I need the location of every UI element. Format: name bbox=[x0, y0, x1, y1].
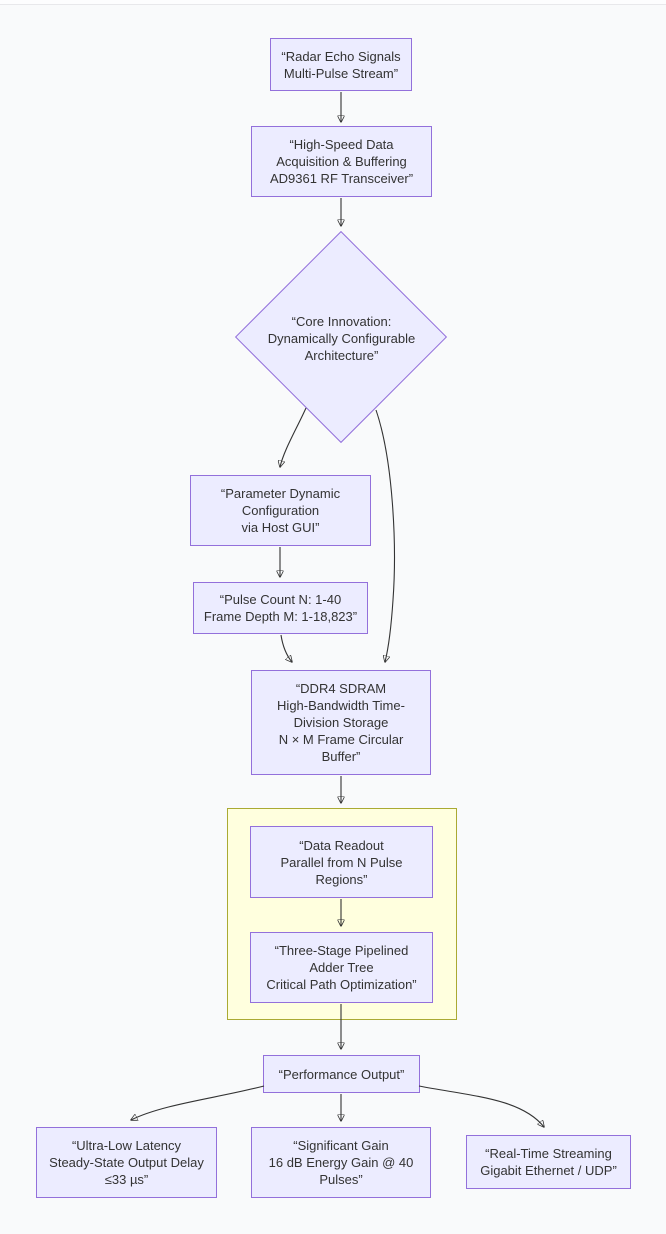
edge-performance-to-latency bbox=[131, 1085, 265, 1120]
node-significant-gain: “Significant Gain 16 dB Energy Gain @ 40… bbox=[251, 1127, 431, 1198]
node-pulse-count: “Pulse Count N: 1-40 Frame Depth M: 1-18… bbox=[193, 582, 368, 634]
node-radar-echo-signals: “Radar Echo Signals Multi-Pulse Stream” bbox=[270, 38, 412, 91]
edge-decision-to-parameter bbox=[280, 407, 307, 467]
node-ultra-low-latency: “Ultra-Low Latency Steady-State Output D… bbox=[36, 1127, 217, 1198]
edge-pulse-to-ddr4 bbox=[280, 634, 292, 662]
node-ddr4-sdram: “DDR4 SDRAM High-Bandwidth Time- Divisio… bbox=[251, 670, 431, 775]
node-high-speed-acquisition: “High-Speed Data Acquisition & Buffering… bbox=[251, 126, 432, 197]
node-data-readout: “Data Readout Parallel from N Pulse Regi… bbox=[250, 826, 433, 898]
top-hairline bbox=[0, 0, 666, 5]
edge-decision-to-ddr4 bbox=[375, 409, 395, 662]
node-core-innovation-decision: “Core Innovation: Dynamically Configurab… bbox=[267, 313, 416, 363]
node-adder-tree: “Three-Stage Pipelined Adder Tree Critic… bbox=[250, 932, 433, 1003]
node-performance-output: “Performance Output” bbox=[263, 1055, 420, 1093]
node-real-time-streaming: “Real-Time Streaming Gigabit Ethernet / … bbox=[466, 1135, 631, 1189]
node-parameter-configuration: “Parameter Dynamic Configuration via Hos… bbox=[190, 475, 371, 546]
edge-performance-to-streaming bbox=[418, 1085, 544, 1127]
